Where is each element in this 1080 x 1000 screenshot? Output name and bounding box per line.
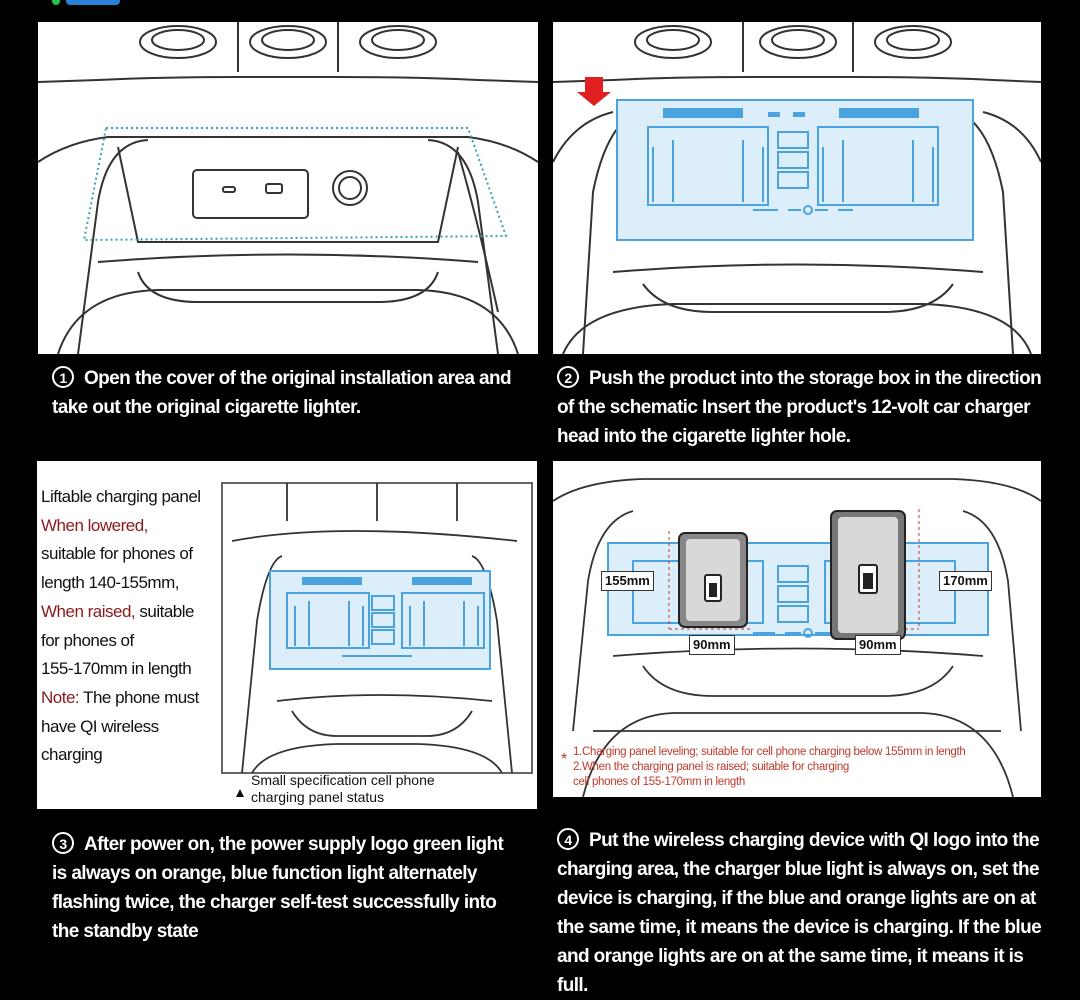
note-line: suitable for phones of bbox=[41, 544, 193, 564]
step-3-illustration: Liftable charging panel When lowered, su… bbox=[37, 461, 537, 809]
measure-right-height: 170mm bbox=[939, 571, 992, 591]
spec-note-line-2: charging panel status bbox=[251, 789, 385, 805]
panel-notes: 1.Charging panel leveling; suitable for … bbox=[573, 745, 966, 790]
note-line: When raised, suitable bbox=[41, 601, 194, 621]
note-line: When lowered, bbox=[41, 515, 148, 535]
step-4-illustration: * 155mm 170mm 90mm 90mm 1.Charging panel… bbox=[553, 461, 1041, 797]
step-2-illustration bbox=[553, 22, 1041, 354]
note-line: for phones of bbox=[41, 630, 134, 650]
top-status-dot bbox=[52, 0, 60, 5]
pointer-triangle-icon bbox=[236, 789, 244, 797]
note-line: Note: The phone must bbox=[41, 687, 199, 707]
spec-note-line-1: Small specification cell phone bbox=[251, 772, 435, 788]
spec-note: Small specification cell phone charging … bbox=[251, 772, 435, 806]
top-blue-tab bbox=[66, 0, 120, 5]
note-line: have QI wireless bbox=[41, 716, 159, 736]
measure-left-width: 90mm bbox=[689, 635, 735, 655]
panel-note-1: 1.Charging panel leveling; suitable for … bbox=[573, 746, 966, 758]
step-3-drawing bbox=[221, 482, 533, 797]
measure-left-height: 155mm bbox=[601, 571, 654, 591]
step-1-text: Open the cover of the original installat… bbox=[52, 368, 512, 418]
step-2-number: 2 bbox=[557, 366, 579, 388]
panel-note-2: 2.When the charging panel is raised; sui… bbox=[573, 761, 850, 773]
step-1-number: 1 bbox=[52, 366, 74, 388]
step-4-text: Put the wireless charging device with QI… bbox=[557, 830, 1042, 996]
step-4-drawing: * bbox=[553, 478, 1041, 797]
panel-note-3: cell phones of 155-170mm in length bbox=[573, 776, 745, 788]
asterisk-icon: * bbox=[561, 751, 567, 768]
step-4-number: 4 bbox=[557, 828, 579, 850]
note-line: length 140-155mm, bbox=[41, 573, 179, 593]
step-3-text: After power on, the power supply logo gr… bbox=[52, 834, 504, 942]
note-line: 155-170mm in length bbox=[41, 659, 192, 679]
step-1-drawing bbox=[38, 22, 538, 354]
note-line: Liftable charging panel bbox=[41, 487, 201, 506]
step-3-number: 3 bbox=[52, 832, 74, 854]
insert-arrow-icon bbox=[577, 77, 611, 106]
step-2-text: Push the product into the storage box in… bbox=[557, 368, 1042, 447]
phone-tall bbox=[830, 510, 906, 640]
measure-right-width: 90mm bbox=[855, 635, 901, 655]
step-1-illustration bbox=[38, 22, 538, 354]
step-2-drawing bbox=[553, 22, 1041, 354]
phone-short bbox=[678, 532, 748, 628]
panel-feature-notes: Liftable charging panel When lowered, su… bbox=[41, 483, 223, 770]
note-line: charging bbox=[41, 745, 103, 765]
